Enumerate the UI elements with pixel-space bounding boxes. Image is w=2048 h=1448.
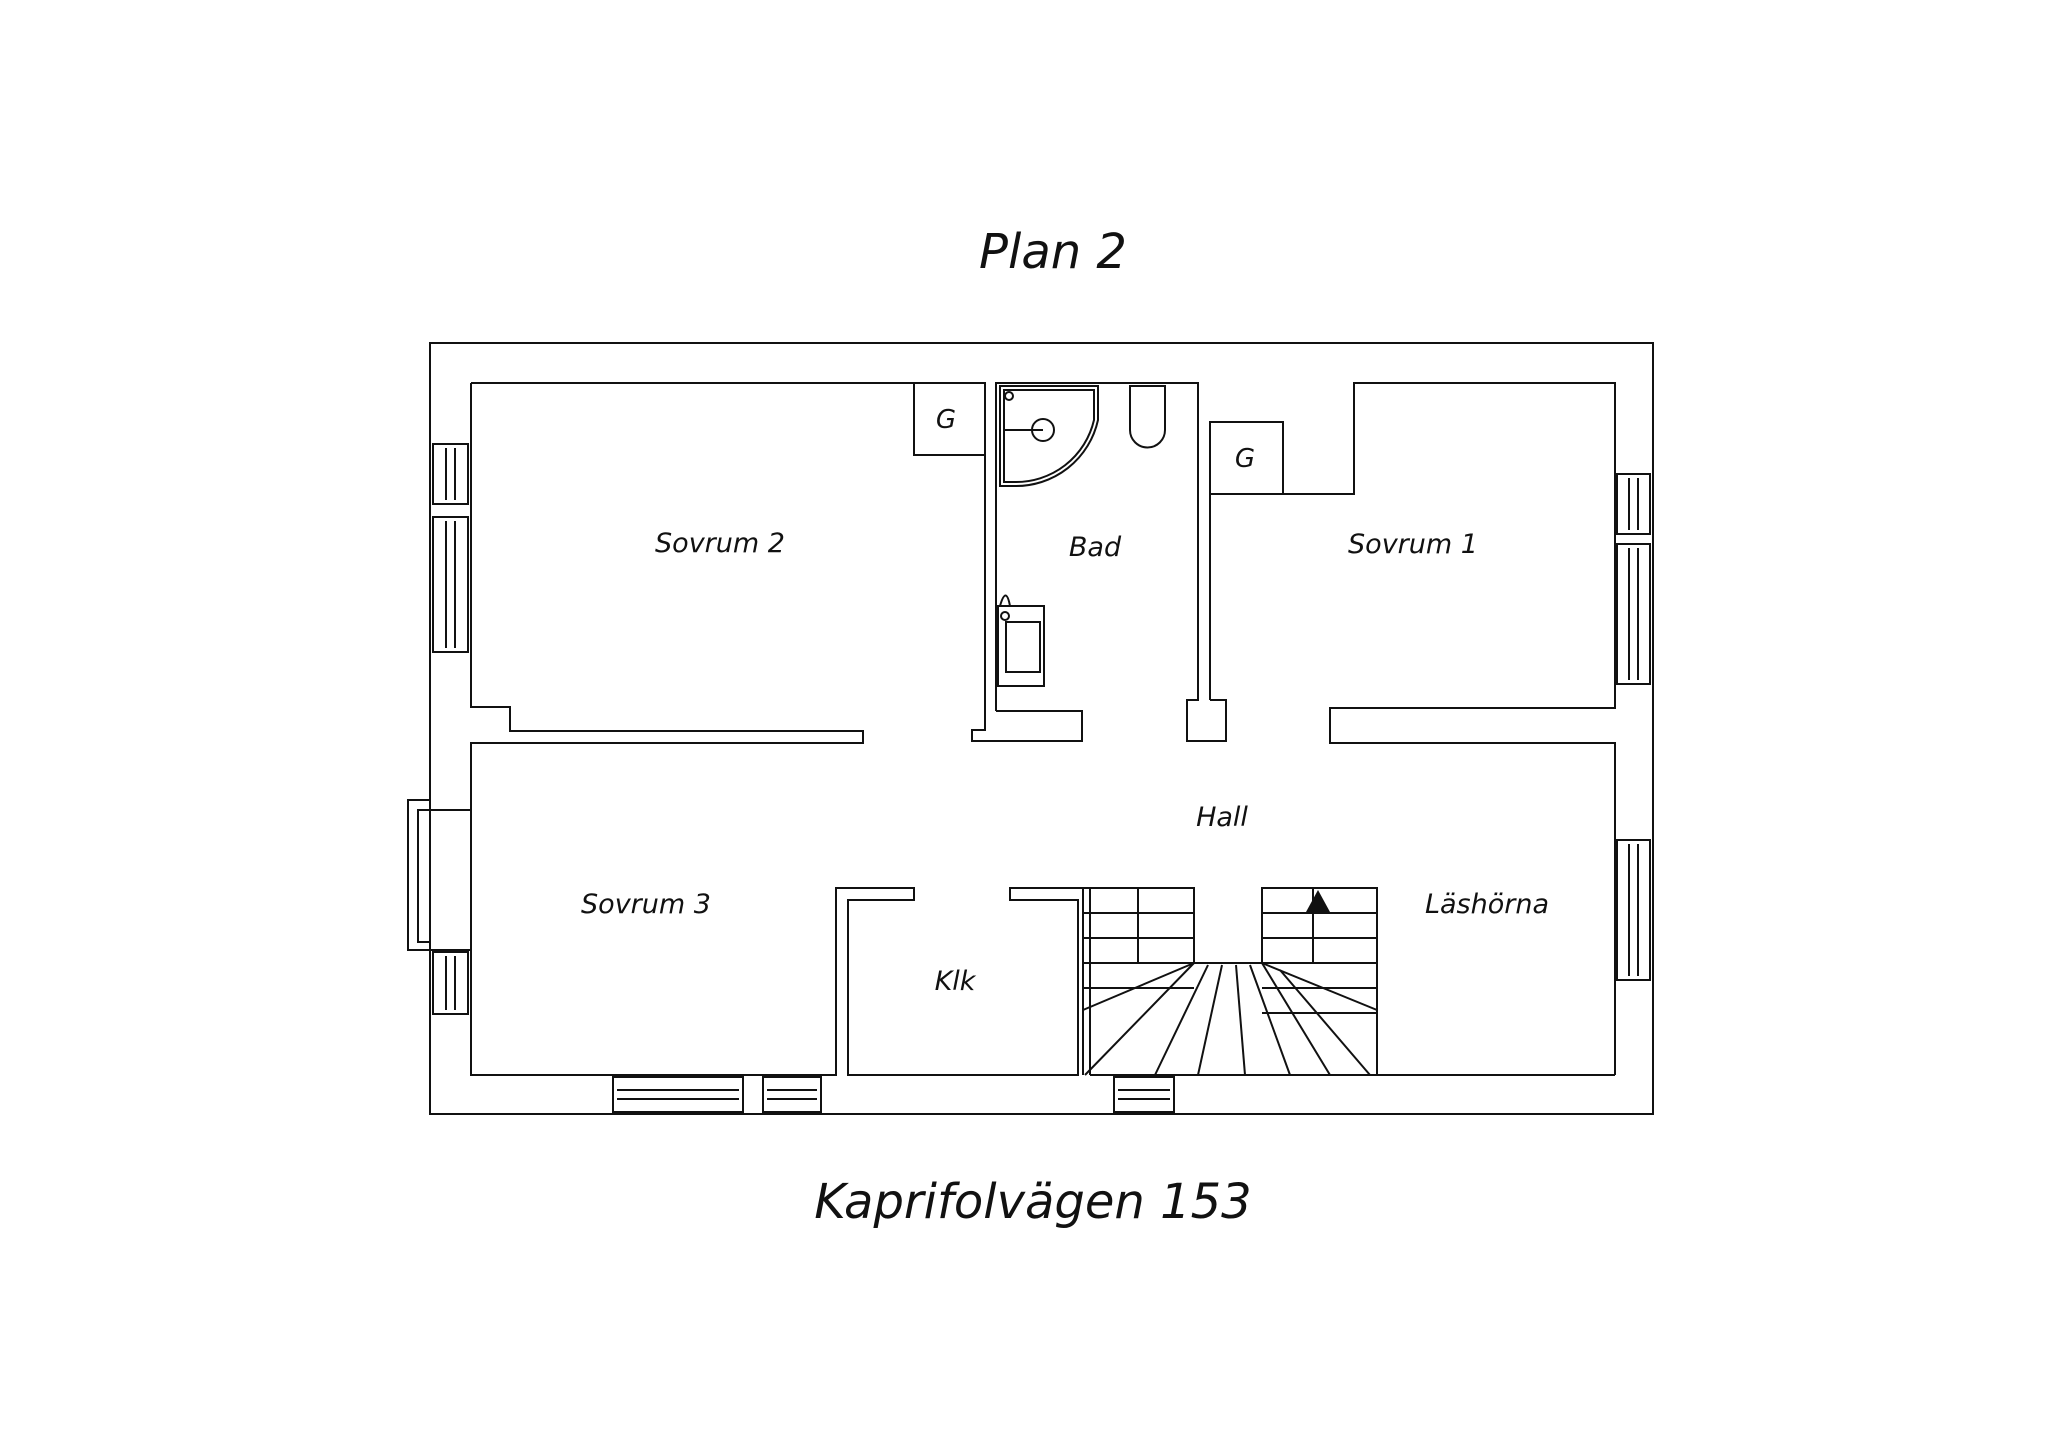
sink-icon [997,594,1045,687]
sink-basin [1005,621,1041,673]
stair-winder [1197,964,1223,1076]
plan-title: Plan 2 [979,224,1127,280]
arrow-up-icon [1306,890,1330,912]
room-label-sovrum-1: Sovrum 1 [1348,529,1478,560]
window [762,1076,822,1113]
room-label-lashorna: Läshörna [1425,889,1549,920]
bay-window [407,799,430,951]
shower-enclosure [999,385,1099,488]
shower-head [1004,391,1014,401]
stair-outline [1083,887,1378,1075]
stair-winder [1235,964,1246,1076]
window [432,516,469,653]
window [432,443,469,505]
shower-enclosure-inner [1003,389,1095,484]
walls [407,342,1654,1115]
closet-label-right: G [1235,444,1255,474]
room-label-sovrum-2: Sovrum 2 [655,528,785,559]
stair-tread [1261,962,1378,1011]
window [1616,473,1651,535]
shower-icon [999,385,1099,488]
windows-south [612,1076,1175,1113]
windows-west [432,443,469,1015]
wall-sovrum-2 [471,382,1083,742]
sink-cabinet [997,605,1045,687]
window [432,951,469,1015]
address-label: Kaprifolvägen 153 [814,1174,1251,1230]
stair-winder [1261,962,1331,1076]
stair-winder [1084,962,1195,1076]
toilet-bowl [1129,385,1166,449]
room-label-sovrum-3: Sovrum 3 [581,889,711,920]
wall-sovrum-3-west [430,809,1091,1076]
staircase [1082,887,1378,1076]
outer-wall [429,342,1654,1115]
closet-label-left: G [936,405,956,435]
room-label-klk: Klk [935,966,977,997]
wall-sovrum-1 [1209,382,1616,1075]
sink-knob [1000,611,1010,621]
stair-winder [1249,964,1291,1076]
wall-bad [995,382,1227,742]
window [1616,543,1651,685]
windows-east [1616,473,1651,981]
wall-sovrum-2-west [430,383,864,811]
stair-tread [1082,962,1195,1011]
toilet-icon [1129,385,1166,449]
window [1113,1076,1175,1113]
window [1616,839,1651,981]
room-label-bad: Bad [1069,532,1122,563]
bay-window-inner [417,809,430,943]
room-label-hall: Hall [1196,802,1248,833]
closet-left-wall [913,383,985,456]
window [612,1076,744,1113]
stair-winder [1279,969,1371,1076]
sink-tap [999,594,1011,607]
closet-right-wall [1210,421,1284,495]
stair-winder [1154,964,1209,1076]
